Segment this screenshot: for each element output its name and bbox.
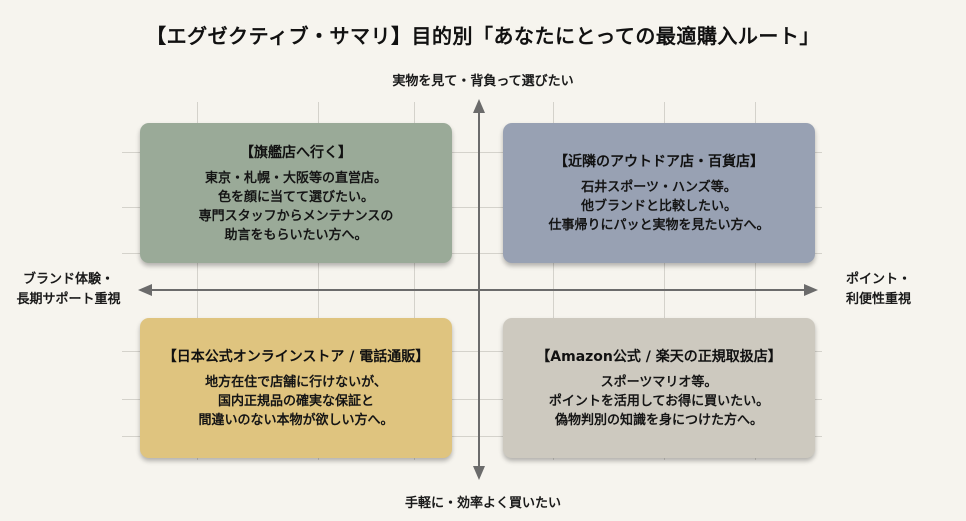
grid-line bbox=[122, 436, 822, 437]
quadrant-card-local-store: 【近隣のアウトドア店・百貨店】 石井スポーツ・ハンズ等。 他ブランドと比較したい… bbox=[503, 123, 815, 263]
grid-line bbox=[122, 253, 822, 254]
card-text: 他ブランドと比較したい。 bbox=[580, 199, 737, 214]
card-title: 【旗艦店へ行く】 bbox=[240, 144, 352, 161]
card-title: 【日本公式オンラインストア / 電話通販】 bbox=[162, 349, 430, 365]
card-text: 専門スタッフからメンテナンスの bbox=[198, 208, 394, 224]
page-title: 【エグゼクティブ・サマリ】目的別「あなたにとっての最適購入ルート」 bbox=[146, 24, 820, 48]
grid-line bbox=[664, 102, 665, 460]
grid-line bbox=[318, 102, 319, 460]
card-text: 偽物判別の知識を身につけた方へ。 bbox=[554, 413, 763, 428]
quadrant-card-official-online: 【日本公式オンラインストア / 電話通販】 地方在住で店舗に行けないが、 国内正… bbox=[140, 318, 452, 458]
arrow-up-icon bbox=[473, 99, 485, 113]
grid-line bbox=[553, 102, 554, 460]
quadrant-card-flagship-store: 【旗艦店へ行く】 東京・札幌・大阪等の直営店。 色を顔に当てて選びたい。 専門ス… bbox=[140, 123, 452, 263]
arrow-left-icon bbox=[138, 284, 152, 296]
axis-label-left: ブランド体験・ 長期サポート重視 bbox=[6, 270, 131, 310]
card-title: 【近隣のアウトドア店・百貨店】 bbox=[554, 154, 764, 170]
axis-label-bottom: 手軽に・効率よく買いたい bbox=[404, 496, 561, 511]
axis-label-top: 実物を見て・背負って選びたい bbox=[392, 74, 574, 89]
card-text: 東京・札幌・大阪等の直営店。 bbox=[204, 170, 387, 186]
grid-line bbox=[197, 102, 198, 460]
grid-line bbox=[414, 102, 415, 460]
card-text: スポーツマリオ等。 bbox=[600, 375, 718, 390]
axis-label-right-line: ポイント・ bbox=[846, 272, 912, 287]
card-text: 仕事帰りにパッと実物を見たい方へ。 bbox=[548, 218, 770, 233]
grid-line bbox=[755, 102, 756, 460]
axis-label-left-line: 長期サポート重視 bbox=[16, 292, 121, 307]
grid-line bbox=[122, 399, 822, 400]
grid-line bbox=[122, 152, 822, 153]
axis-label-right: ポイント・ 利便性重視 bbox=[830, 270, 946, 310]
axis-label-left-line: ブランド体験・ bbox=[22, 272, 114, 287]
arrow-right-icon bbox=[804, 284, 818, 296]
card-text: ポイントを活用してお得に買いたい。 bbox=[548, 394, 770, 409]
card-text: 国内正規品の確実な保証と bbox=[217, 394, 374, 409]
quadrant-card-marketplace: 【Amazon公式 / 楽天の正規取扱店】 スポーツマリオ等。 ポイントを活用し… bbox=[503, 318, 815, 458]
card-text: 助言をもらいたい方へ。 bbox=[224, 227, 368, 243]
arrow-down-icon bbox=[473, 466, 485, 480]
axis-label-right-line: 利便性重視 bbox=[846, 292, 912, 307]
grid-line bbox=[122, 351, 822, 352]
card-text: 地方在住で店舗に行けないが、 bbox=[205, 375, 387, 390]
card-text: 色を顔に当てて選びたい。 bbox=[217, 189, 374, 205]
card-text: 間違いのない本物が欲しい方へ。 bbox=[198, 413, 394, 428]
card-text: 石井スポーツ・ハンズ等。 bbox=[581, 180, 737, 195]
grid-line bbox=[122, 207, 822, 208]
card-title: 【Amazon公式 / 楽天の正規取扱店】 bbox=[536, 349, 782, 365]
